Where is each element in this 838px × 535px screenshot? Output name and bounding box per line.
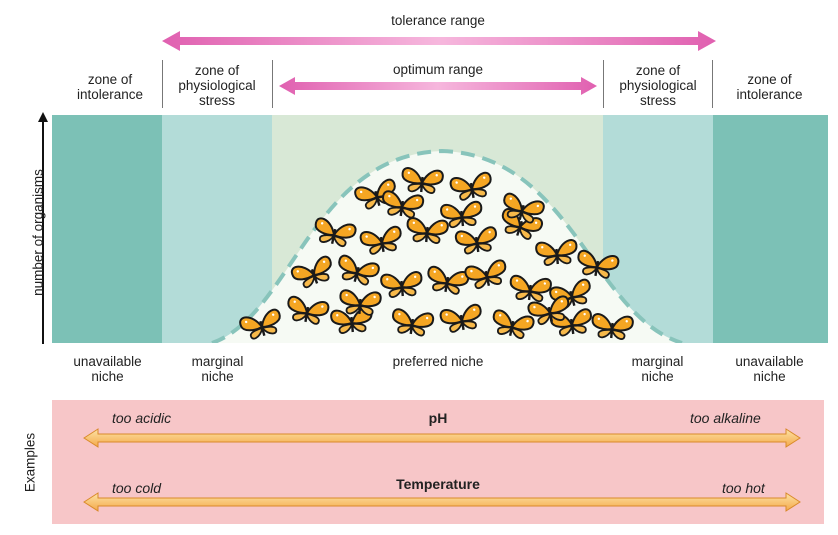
temperature-title: Temperature xyxy=(338,476,538,492)
zone-divider xyxy=(272,60,273,108)
ph-title: pH xyxy=(338,410,538,426)
niche-panel xyxy=(52,115,828,343)
temperature-arrow xyxy=(82,492,804,512)
too-acidic-label: too acidic xyxy=(112,410,171,426)
optimum-range-label: optimum range xyxy=(338,62,538,77)
ph-arrow xyxy=(82,428,804,448)
optimum-range-arrow xyxy=(277,76,599,96)
y-axis-label: number of organisms xyxy=(31,153,46,313)
tolerance-range-arrow xyxy=(160,30,720,52)
tolerance-range-label: tolerance range xyxy=(338,13,538,28)
intolerance-zone-right xyxy=(713,115,828,343)
intolerance-zone-left xyxy=(52,115,162,343)
too-alkaline-label: too alkaline xyxy=(690,410,761,426)
preferred-niche-label: preferred niche xyxy=(338,354,538,369)
examples-label: Examples xyxy=(23,423,38,503)
